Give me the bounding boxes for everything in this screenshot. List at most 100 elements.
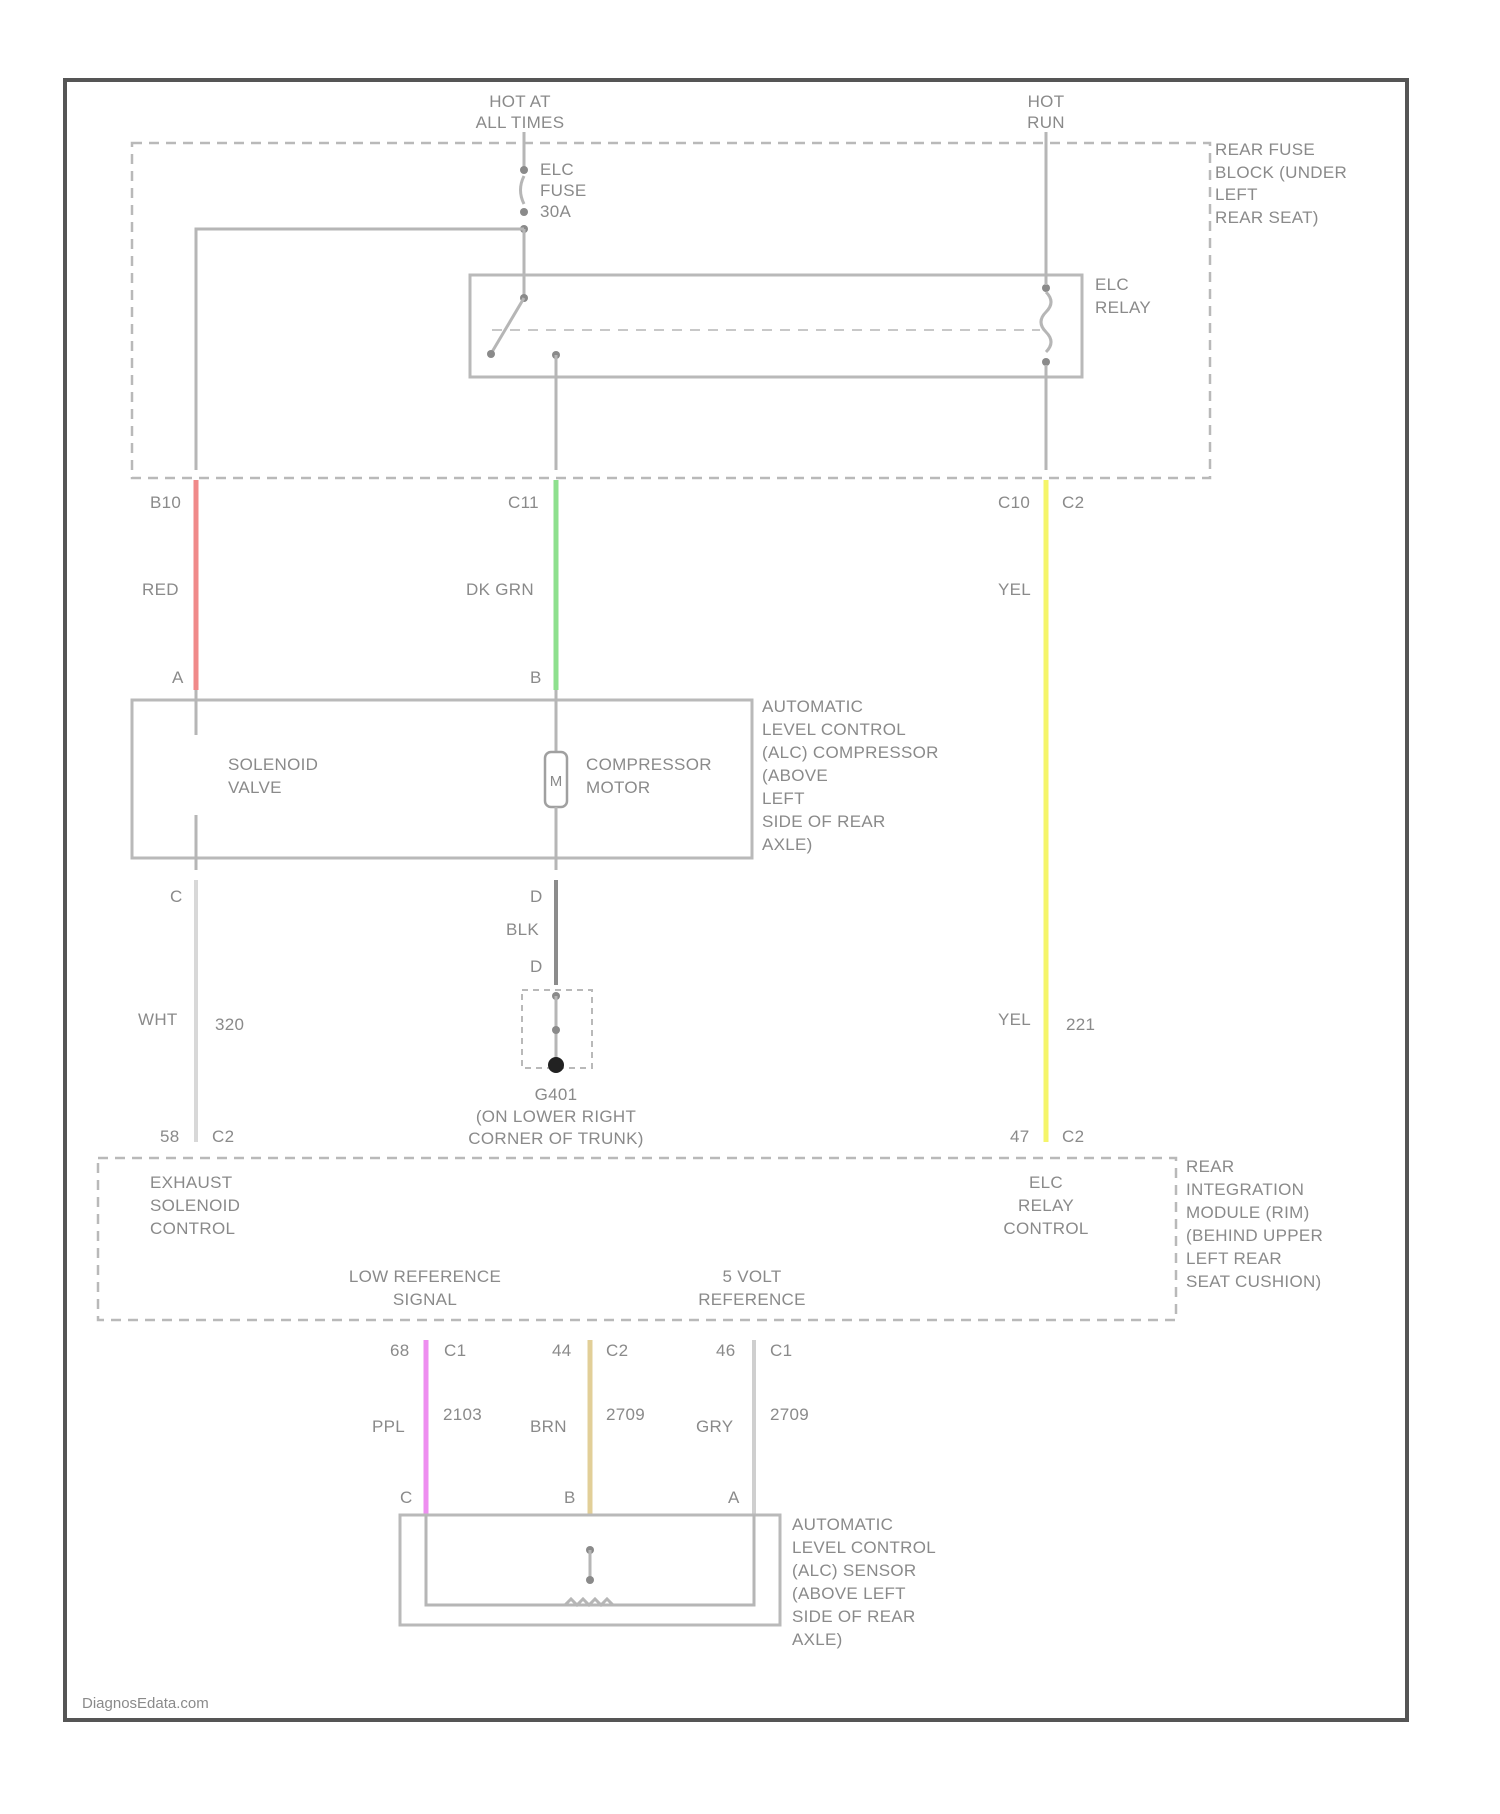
solenoid-valve-label: SOLENOID VALVE — [228, 755, 318, 797]
wht-wire-circuit: 320 — [215, 1015, 244, 1034]
svg-text:RELAY: RELAY — [1095, 298, 1151, 317]
ppl-wire-label: PPL — [372, 1417, 405, 1436]
svg-text:REFERENCE: REFERENCE — [698, 1290, 806, 1309]
red-wire-label: RED — [142, 580, 179, 599]
fuse-icon — [521, 176, 525, 204]
svg-text:(ALC) COMPRESSOR: (ALC) COMPRESSOR — [762, 743, 939, 762]
alc-compressor-label: AUTOMATIC LEVEL CONTROL (ALC) COMPRESSOR… — [762, 697, 939, 854]
fuse-terminal-top — [520, 166, 528, 174]
svg-text:C10: C10 — [998, 493, 1030, 512]
fuse-terminal-mid — [520, 208, 528, 216]
svg-text:ELC: ELC — [1095, 275, 1129, 294]
svg-text:30A: 30A — [540, 202, 572, 221]
relay-switch-contact — [487, 350, 495, 358]
blk-wire-label: BLK — [506, 920, 539, 939]
svg-text:44: 44 — [552, 1341, 572, 1360]
relay-coil-bottom — [1042, 358, 1050, 366]
relay-box — [470, 275, 1082, 377]
alc-sensor-label: AUTOMATIC LEVEL CONTROL (ALC) SENSOR (AB… — [792, 1515, 936, 1649]
svg-text:MOTOR: MOTOR — [586, 778, 650, 797]
svg-text:LEFT: LEFT — [1215, 185, 1258, 204]
svg-text:CORNER OF TRUNK): CORNER OF TRUNK) — [468, 1129, 643, 1148]
yel-lower-circuit: 221 — [1066, 1015, 1095, 1034]
exhaust-solenoid-control-label: EXHAUST SOLENOID CONTROL — [150, 1173, 240, 1238]
sensor-pin-a: A — [728, 1488, 740, 1507]
compressor-pin-a: A — [172, 668, 184, 687]
svg-text:RELAY: RELAY — [1018, 1196, 1074, 1215]
fuse-to-b10-wire — [196, 229, 524, 470]
svg-text:FUSE: FUSE — [540, 181, 587, 200]
svg-text:C2: C2 — [1062, 493, 1084, 512]
brn-wire-circuit: 2709 — [606, 1405, 645, 1424]
compressor-pin-b: B — [530, 668, 542, 687]
elc-relay-control-label: ELC RELAY CONTROL — [1003, 1173, 1088, 1238]
svg-text:(ALC) SENSOR: (ALC) SENSOR — [792, 1561, 917, 1580]
watermark: DiagnosEdata.com — [82, 1695, 209, 1712]
svg-text:SIDE OF REAR: SIDE OF REAR — [762, 812, 886, 831]
dk-grn-wire-label: DK GRN — [466, 580, 534, 599]
svg-text:HOT AT: HOT AT — [489, 92, 551, 111]
relay-label: ELC RELAY — [1095, 275, 1151, 317]
svg-text:LEFT REAR: LEFT REAR — [1186, 1249, 1282, 1268]
svg-text:ELC: ELC — [1029, 1173, 1063, 1192]
relay-switch-arm — [492, 298, 524, 352]
alc-compressor-box — [132, 700, 752, 858]
svg-text:(ABOVE: (ABOVE — [762, 766, 828, 785]
svg-text:REAR FUSE: REAR FUSE — [1215, 140, 1315, 159]
diagram-frame — [65, 80, 1407, 1720]
svg-text:CONTROL: CONTROL — [150, 1219, 235, 1238]
svg-text:SOLENOID: SOLENOID — [228, 755, 318, 774]
svg-text:SEAT CUSHION): SEAT CUSHION) — [1186, 1272, 1322, 1291]
svg-text:47: 47 — [1010, 1127, 1030, 1146]
svg-text:(ON LOWER RIGHT: (ON LOWER RIGHT — [476, 1107, 636, 1126]
svg-text:68: 68 — [390, 1341, 410, 1360]
svg-text:LEFT: LEFT — [762, 789, 805, 808]
fuse-block-pin-labels: B10 C11 C10 C2 — [150, 493, 1084, 512]
svg-text:C1: C1 — [444, 1341, 466, 1360]
sensor-pin-b: B — [564, 1488, 576, 1507]
yel-wire-label: YEL — [998, 580, 1031, 599]
svg-text:(BEHIND UPPER: (BEHIND UPPER — [1186, 1226, 1323, 1245]
svg-text:HOT: HOT — [1028, 92, 1065, 111]
hot-at-all-times-label: HOT AT ALL TIMES — [476, 92, 565, 132]
rim-outline — [98, 1158, 1176, 1320]
svg-text:5 VOLT: 5 VOLT — [722, 1267, 781, 1286]
svg-text:C2: C2 — [212, 1127, 234, 1146]
svg-text:B10: B10 — [150, 493, 181, 512]
rim-label: REAR INTEGRATION MODULE (RIM) (BEHIND UP… — [1186, 1157, 1323, 1291]
svg-text:RUN: RUN — [1027, 113, 1065, 132]
svg-text:46: 46 — [716, 1341, 736, 1360]
svg-text:C2: C2 — [1062, 1127, 1084, 1146]
svg-text:SIDE OF REAR: SIDE OF REAR — [792, 1607, 916, 1626]
svg-text:SOLENOID: SOLENOID — [150, 1196, 240, 1215]
svg-text:AUTOMATIC: AUTOMATIC — [792, 1515, 893, 1534]
relay-coil-icon — [1041, 292, 1051, 352]
svg-text:MODULE (RIM): MODULE (RIM) — [1186, 1203, 1310, 1222]
compressor-pin-d: D — [530, 887, 543, 906]
svg-text:LEVEL CONTROL: LEVEL CONTROL — [792, 1538, 936, 1557]
svg-text:(ABOVE LEFT: (ABOVE LEFT — [792, 1584, 906, 1603]
compressor-pin-c: C — [170, 887, 183, 906]
ground-pin-d: D — [530, 957, 543, 976]
gry-wire-label: GRY — [696, 1417, 733, 1436]
ppl-wire-circuit: 2103 — [443, 1405, 482, 1424]
svg-text:C2: C2 — [606, 1341, 628, 1360]
yel-lower-label: YEL — [998, 1010, 1031, 1029]
gry-wire-circuit: 2709 — [770, 1405, 809, 1424]
svg-text:VALVE: VALVE — [228, 778, 282, 797]
svg-text:SIGNAL: SIGNAL — [393, 1290, 457, 1309]
svg-text:LEVEL CONTROL: LEVEL CONTROL — [762, 720, 906, 739]
svg-text:ALL TIMES: ALL TIMES — [476, 113, 565, 132]
svg-text:LOW REFERENCE: LOW REFERENCE — [349, 1267, 501, 1286]
svg-text:CONTROL: CONTROL — [1003, 1219, 1088, 1238]
hot-in-run-label: HOT RUN — [1027, 92, 1065, 132]
svg-text:58: 58 — [160, 1127, 180, 1146]
low-reference-signal-label: LOW REFERENCE SIGNAL — [349, 1267, 501, 1309]
svg-text:C11: C11 — [508, 493, 539, 512]
svg-text:REAR: REAR — [1186, 1157, 1234, 1176]
svg-text:EXHAUST: EXHAUST — [150, 1173, 232, 1192]
ground-icon — [548, 1057, 564, 1073]
sensor-pin-c: C — [400, 1488, 413, 1507]
svg-text:COMPRESSOR: COMPRESSOR — [586, 755, 712, 774]
relay-coil-top — [1042, 284, 1050, 292]
